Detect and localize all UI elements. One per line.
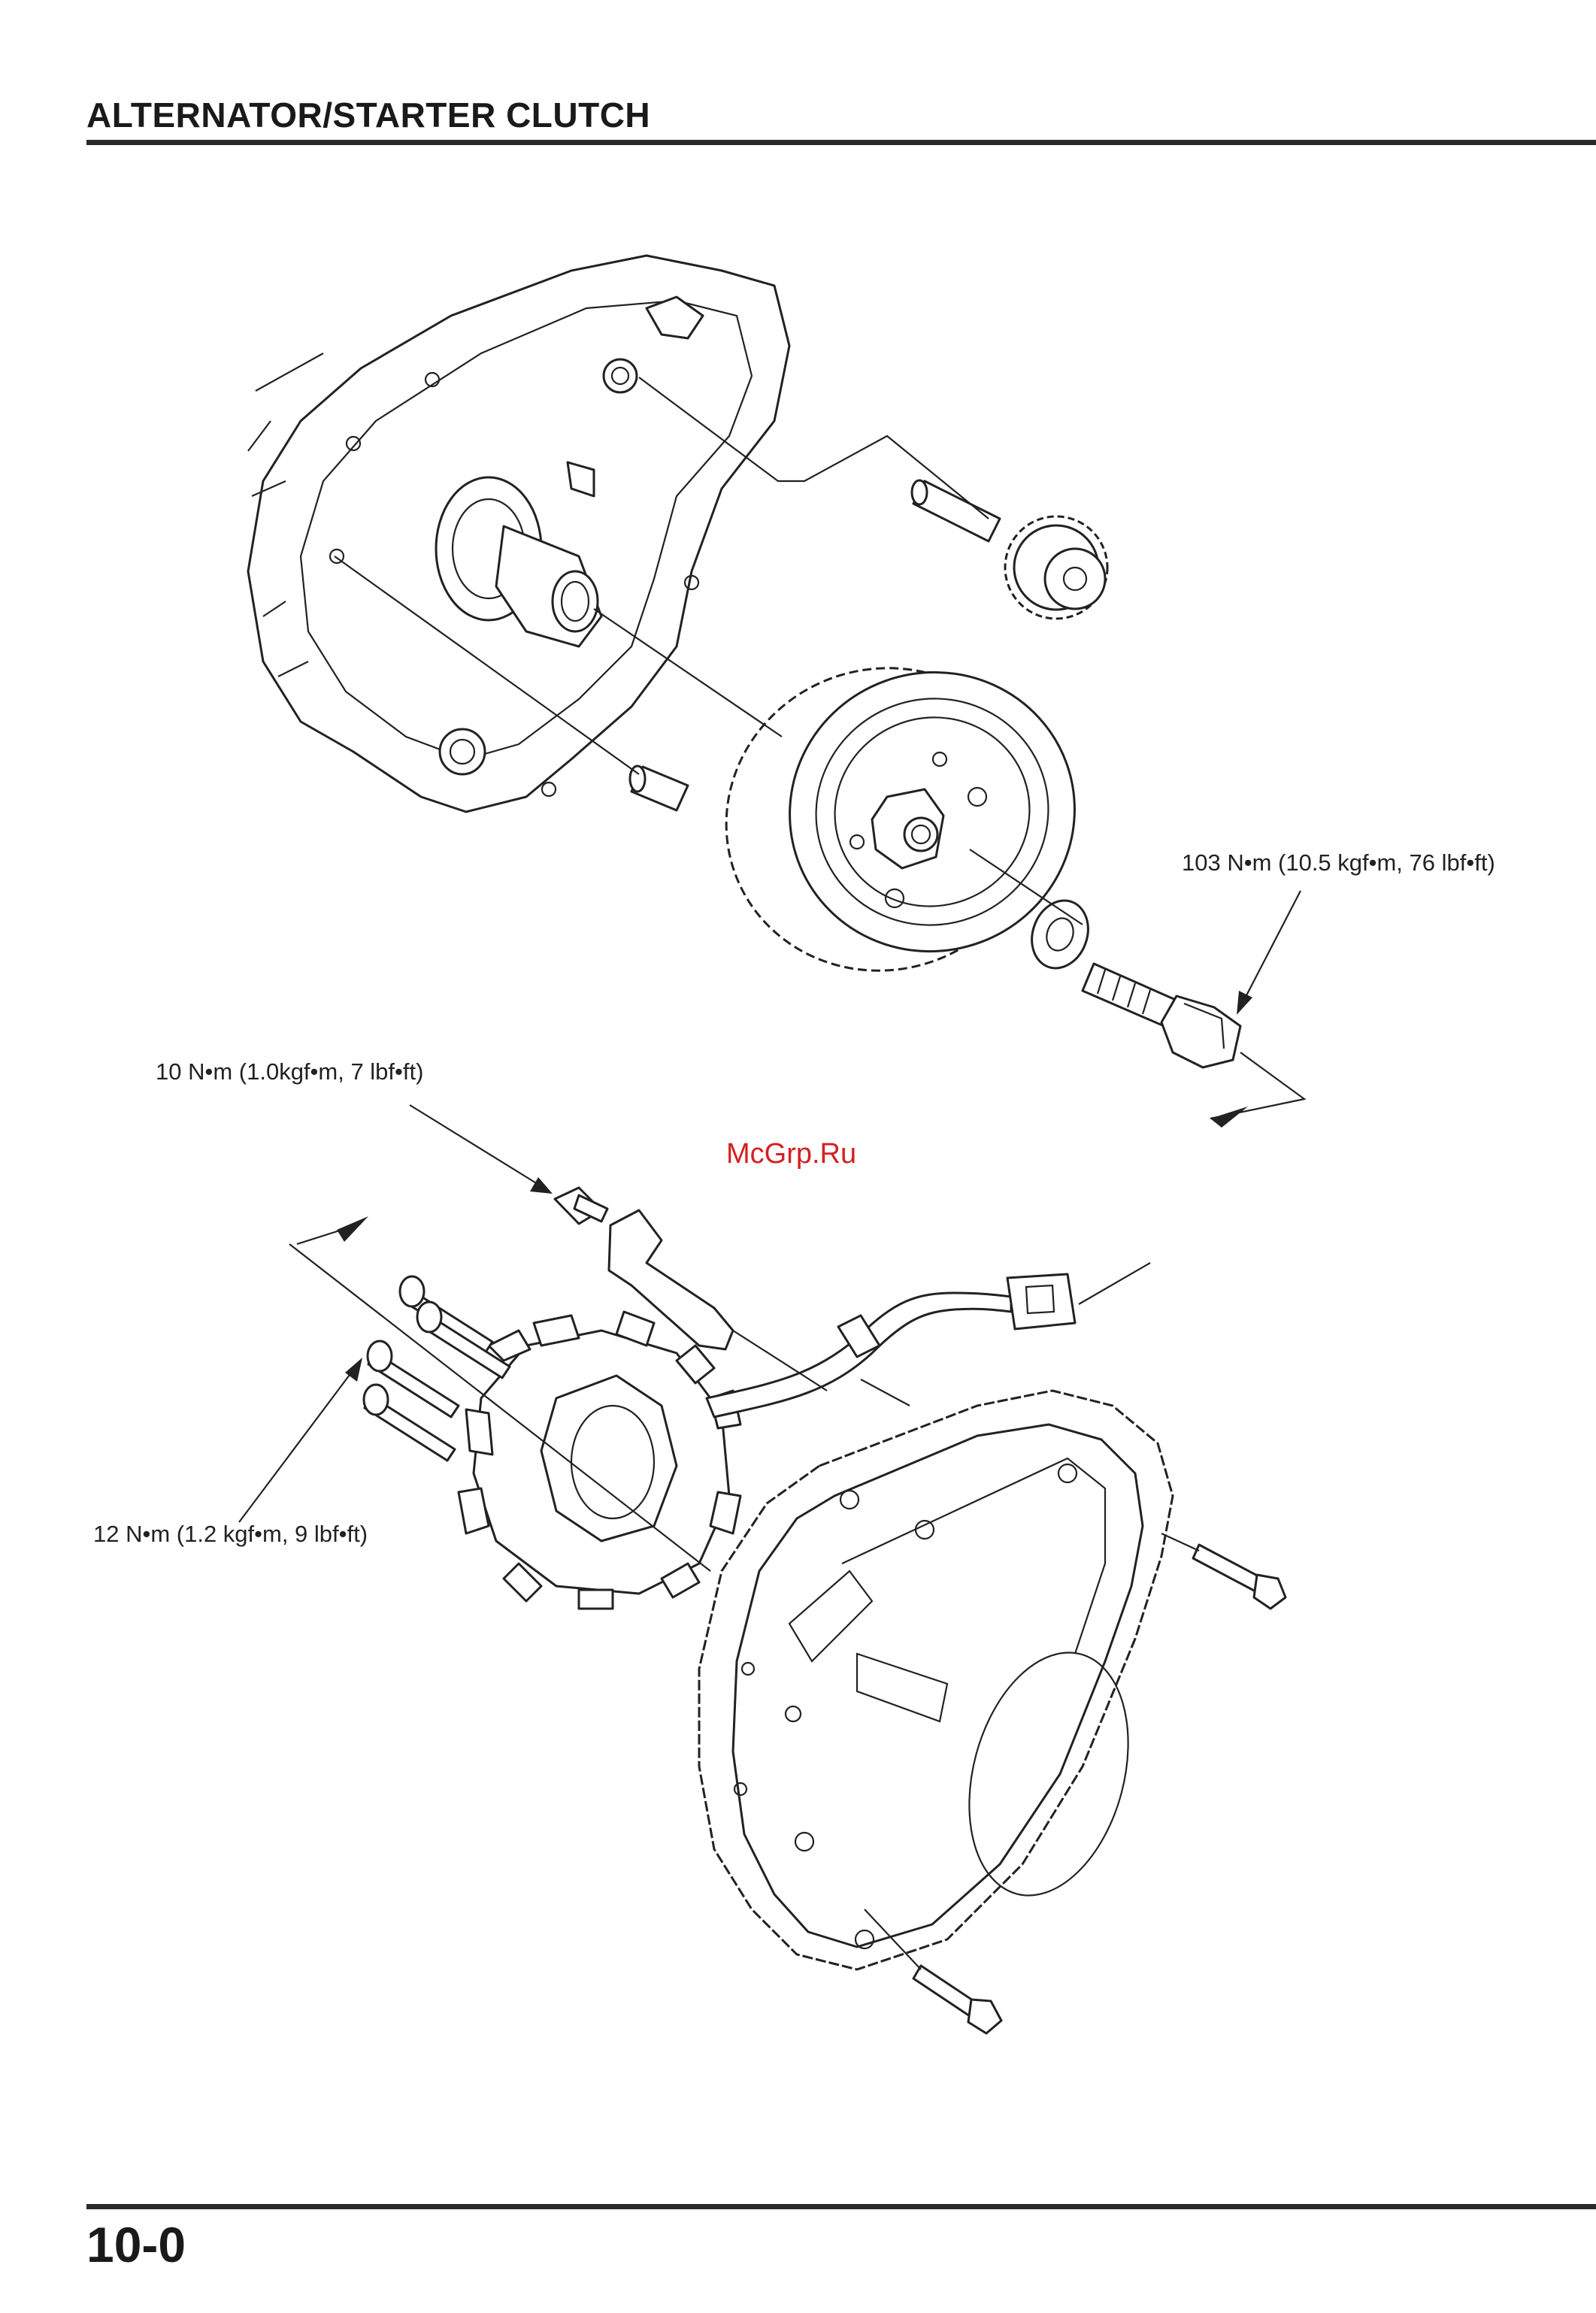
stator-bolt [417,1302,510,1378]
direction-arrow-upper [337,1216,368,1242]
dowel-pin-lower [630,766,688,810]
crankcase [248,256,789,812]
leader-arrow-stator-bolts [239,1358,362,1522]
alternator-cover [699,1391,1173,1969]
dowel-pin-upper [912,480,1000,541]
footer-rule [86,2204,1596,2209]
assembly-line [1079,1263,1150,1304]
cover-bolt-lower [913,1966,1001,2033]
torque-spec-bracket-bolt: 10 N•m (1.0kgf•m, 7 lbf•ft) [156,1058,423,1085]
assembly-line [861,1379,910,1406]
torque-spec-stator-bolts: 12 N•m (1.2 kgf•m, 9 lbf•ft) [93,1521,368,1548]
leader-arrow-flywheel-bolt [1237,891,1301,1015]
direction-arrow-lower [1210,1107,1248,1128]
leader-arrow-bracket-bolt [410,1105,553,1194]
starter-idle-gear [1005,516,1107,619]
torque-spec-flywheel-bolt: 103 N•m (10.5 kgf•m, 76 lbf•ft) [1182,849,1495,876]
watermark-text: McGrp.Ru [726,1138,856,1170]
assembly-line [1161,1533,1199,1551]
alternator-stator [459,1312,740,1609]
bracket-bolt [555,1188,607,1224]
page-number: 10-0 [86,2216,186,2273]
flywheel-bolt [1083,964,1240,1067]
cover-bolt-upper [1193,1545,1286,1609]
